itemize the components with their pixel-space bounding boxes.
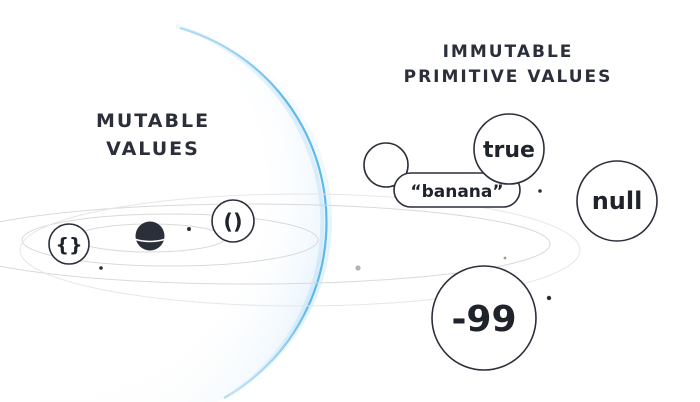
orbit-ring-middle bbox=[21, 213, 319, 267]
boolean-value-text: true bbox=[483, 138, 535, 163]
string-value-text: “banana” bbox=[410, 182, 503, 202]
orbit-ring-far bbox=[19, 193, 581, 307]
mutable-label-line2: VALUES bbox=[106, 138, 200, 160]
number-value-text: -99 bbox=[451, 299, 516, 340]
immutable-values-label: IMMUTABLE PRIMITIVE VALUES bbox=[404, 42, 613, 87]
orbit-dot bbox=[503, 256, 507, 260]
boolean-value-bubble: true bbox=[473, 113, 545, 185]
function-value-bubble: () bbox=[211, 199, 255, 243]
dark-planet-icon bbox=[133, 221, 167, 251]
orbit-dot bbox=[187, 227, 191, 231]
mutable-sphere bbox=[0, 0, 340, 402]
mutable-label-line1: MUTABLE bbox=[96, 110, 210, 132]
object-value-bubble: {} bbox=[48, 223, 90, 265]
number-value-bubble: -99 bbox=[431, 265, 537, 371]
null-value-bubble: null bbox=[576, 160, 658, 242]
immutable-label-line1: IMMUTABLE bbox=[443, 42, 574, 62]
null-value-text: null bbox=[592, 187, 643, 215]
object-value-text: {} bbox=[55, 234, 82, 256]
empty-circle-icon bbox=[363, 142, 409, 188]
orbit-ring-outer bbox=[0, 203, 551, 285]
orbit-dot bbox=[538, 189, 542, 193]
orbit-dot bbox=[546, 295, 552, 301]
orbit-dot bbox=[355, 265, 361, 271]
string-value-pill: “banana” bbox=[393, 172, 521, 208]
function-value-text: () bbox=[223, 210, 242, 234]
mutable-values-label: MUTABLE VALUES bbox=[96, 110, 210, 160]
orbit-dots bbox=[99, 189, 552, 301]
orbit-dot bbox=[99, 266, 103, 270]
immutable-label-line2: PRIMITIVE VALUES bbox=[404, 67, 613, 87]
